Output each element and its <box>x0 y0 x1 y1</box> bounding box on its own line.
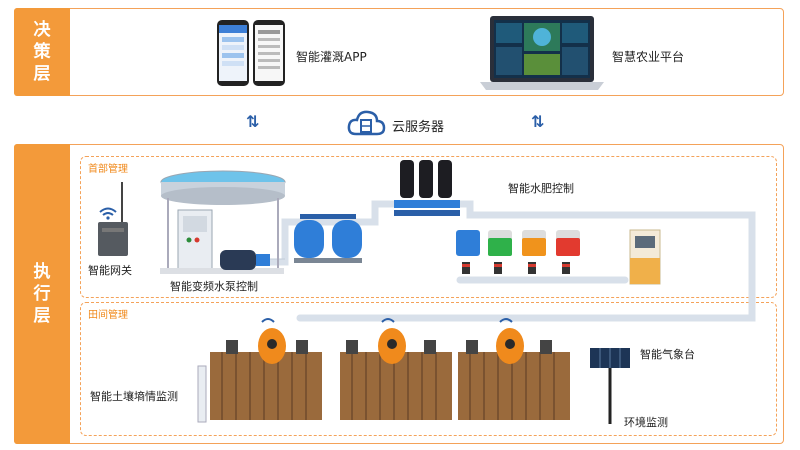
pump-icon <box>220 250 270 270</box>
fertilizer-label: 智能水肥控制 <box>508 182 574 195</box>
wifi-icon <box>99 207 117 220</box>
fertilizer-controller-icon <box>629 229 661 285</box>
gateway-label: 智能网关 <box>88 264 132 277</box>
cloud-label: 云服务器 <box>392 120 445 135</box>
fertilizer-buckets-icon <box>456 230 580 274</box>
up-down-arrow-right-icon: ⇅ <box>531 112 545 131</box>
filter-tanks-icon <box>294 214 362 263</box>
decision-layer <box>14 8 784 96</box>
pump-label: 智能变频水泵控制 <box>170 280 258 293</box>
field-management-label: 田间管理 <box>88 310 128 321</box>
up-down-arrow-left-icon: ⇅ <box>246 112 260 131</box>
app-label: 智能灌溉APP <box>296 50 367 64</box>
cloud-server-icon <box>347 110 386 136</box>
env-label: 环境监测 <box>624 416 668 429</box>
laptop-platform-icon <box>480 16 604 90</box>
decision-layer-tab: 决 策 层 <box>14 8 70 96</box>
phone-app-icon <box>217 20 285 86</box>
water-reservoir-icon <box>160 170 286 274</box>
weather-label: 智能气象台 <box>640 348 695 361</box>
head-management-section <box>80 156 777 298</box>
execution-layer-tab: 执 行 层 <box>14 144 70 444</box>
soil-label: 智能土壤墒情监测 <box>90 390 178 403</box>
field-management-section <box>80 302 777 436</box>
head-management-label: 首部管理 <box>88 164 128 175</box>
disc-filters-icon <box>394 160 460 216</box>
gateway-device-icon <box>98 182 128 256</box>
platform-label: 智慧农业平台 <box>612 50 685 64</box>
